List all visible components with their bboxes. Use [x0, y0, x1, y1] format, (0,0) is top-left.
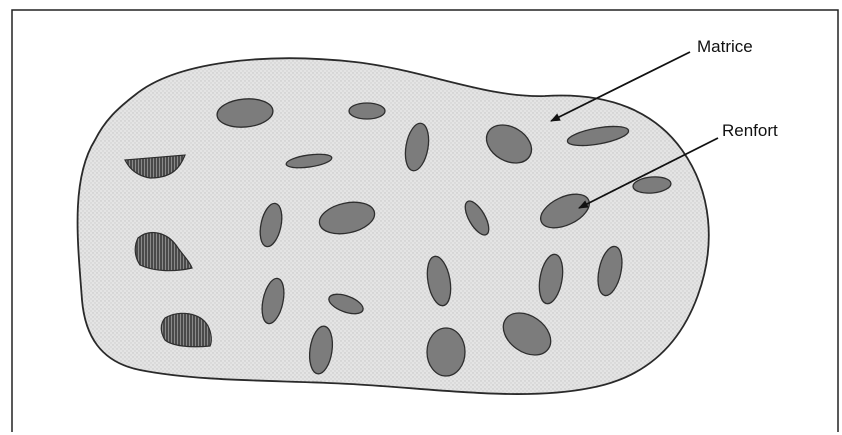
particle [427, 328, 465, 376]
reinforcement-label: Renfort [722, 121, 778, 140]
matrix-label: Matrice [697, 37, 753, 56]
particle [349, 103, 385, 119]
